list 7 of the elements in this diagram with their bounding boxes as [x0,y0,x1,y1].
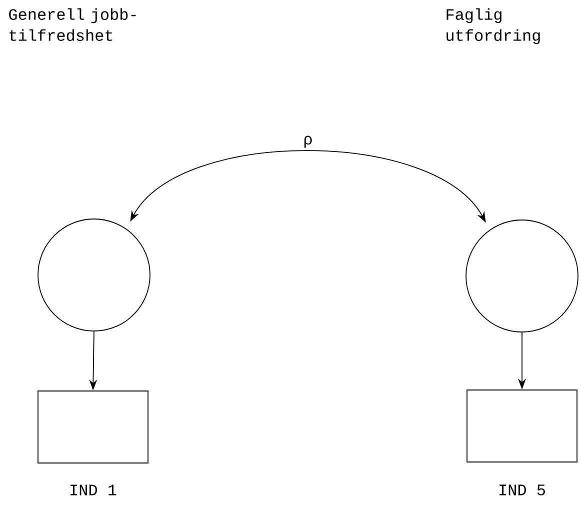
latent-circle [466,220,578,332]
indicator-name: IND 1 [70,484,116,496]
indicator-name: IND 5 [500,484,545,496]
variable-name: Generell jobb- tilfredshet [9,8,136,41]
latent-circle [38,218,150,332]
variable-name: Faglig utfordring [446,8,540,44]
edge-label: ρ [302,134,314,149]
